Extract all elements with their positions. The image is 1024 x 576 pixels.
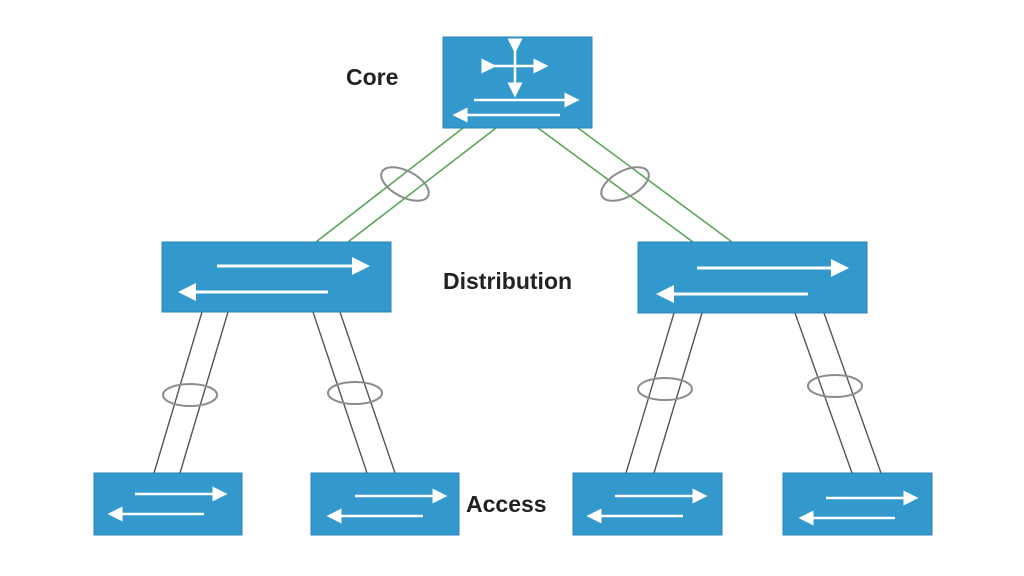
move-cross-icon [481,38,549,98]
link-bundle-ring [380,166,430,202]
layer-label-core: Core [346,64,399,90]
access-switch-1 [93,472,243,536]
link-line [794,312,853,474]
link-bundle-ring [807,374,863,398]
link-dist2-access3 [625,312,703,474]
layer-label-distribution: Distribution [443,268,573,294]
link-line [537,127,694,243]
distribution-switch-2 [637,241,868,314]
bidirectional-arrows-icon [798,490,919,526]
link-line [153,311,203,474]
link-bundle-ring [637,377,693,401]
link-line [625,312,675,474]
core-switch [442,36,593,129]
layer-label-access: Access [466,491,547,517]
link-line [653,312,703,474]
access-switch-4 [782,472,933,536]
bidirectional-arrows-icon [326,488,448,524]
bidirectional-arrows-icon [586,488,708,524]
link-line [315,127,464,243]
link-dist1-access2 [312,311,396,474]
link-bundle-ring [327,381,383,405]
link-line [823,312,882,474]
link-line [577,127,733,243]
link-dist2-access4 [794,312,882,474]
bidirectional-arrows-icon [107,486,228,522]
link-line [179,311,229,474]
distribution-switch-1 [161,241,392,313]
bidirectional-arrows-icon [452,92,580,123]
link-line [339,311,396,474]
access-switch-2 [310,472,460,536]
link-line [347,127,497,243]
link-core-dist-2 [537,127,733,243]
link-bundle-ring [162,383,218,407]
link-core-dist-1 [315,127,497,243]
link-bundle-ring [600,166,650,202]
link-dist1-access1 [153,311,229,474]
access-switch-3 [572,472,723,536]
bidirectional-arrows-icon [656,259,849,303]
bidirectional-arrows-icon [178,257,370,301]
link-line [312,311,368,474]
